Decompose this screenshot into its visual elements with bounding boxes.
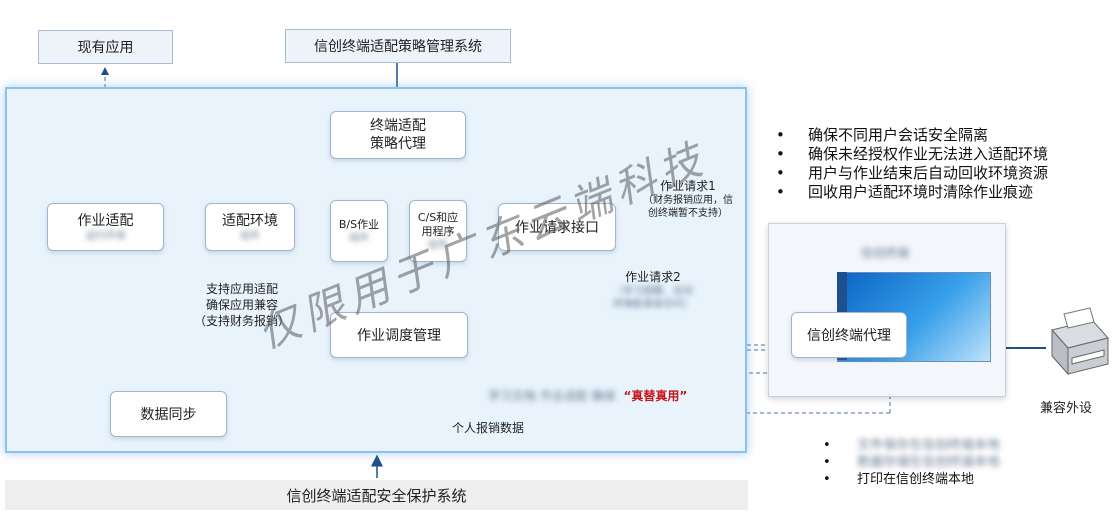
cs-app-line2: 用程序 (421, 224, 455, 238)
local-bullet-2: 数据存储在信创终端本地 (823, 454, 1000, 471)
job-adapt-box: 作业适配 运行环境 (47, 203, 164, 251)
job-request-1-title: 作业请求1 (660, 179, 716, 193)
policy-management-system-label: 信创终端适配策略管理系统 (314, 39, 482, 55)
data-sync-label: 数据同步 (140, 407, 197, 423)
policy-management-system-box: 信创终端适配策略管理系统 (285, 29, 511, 63)
existing-apps-label: 现有应用 (77, 40, 134, 56)
existing-apps-box: 现有应用 (38, 30, 173, 64)
policy-agent-line1: 终端适配 (370, 118, 426, 134)
cs-app-line1: C/S和应 (417, 210, 459, 224)
job-request-1-note-line2: 创终端暂不支持） (648, 208, 728, 219)
adapt-env-sublabel: 组件 (240, 230, 260, 242)
real-use-prefix: 学习文档 作业适配 确保 (488, 389, 616, 403)
local-storage-bullets: 文件保存在信创终端本地 数据存储在信创终端本地 打印在信创终端本地 (823, 437, 1000, 488)
real-use-note: 学习文档 作业适配 确保 “真替真用” (488, 387, 687, 404)
bs-job-label: B/S作业 (338, 217, 380, 231)
job-scheduler-label: 作业调度管理 (357, 328, 441, 344)
job-request-2-note-line1: （学习提醒、信创 (613, 286, 693, 297)
security-bullet-1: 确保不同用户会话安全隔离 (776, 126, 1048, 145)
job-request-interface-label: 作业请求接口 (515, 220, 599, 236)
security-protection-system-label: 信创终端适配安全保护系统 (286, 486, 467, 505)
job-request-2-title: 作业请求2 (625, 270, 681, 284)
cs-app-sublabel: 组件 (428, 239, 448, 251)
security-bullets: 确保不同用户会话安全隔离 确保未经授权作业无法进入适配环境 用户与作业结束后自动… (776, 126, 1048, 202)
security-bullet-4: 回收用户适配环境时清除作业痕迹 (776, 183, 1048, 202)
support-note-line2: 确保应用兼容 (205, 298, 278, 312)
support-note-line1: 支持应用适配 (205, 282, 278, 296)
job-request-1-note: 作业请求1 （财务报销应用，信 创终端暂不支持） (636, 178, 740, 220)
bs-job-box: B/S作业 组件 (330, 200, 388, 262)
data-sync-box: 数据同步 (110, 391, 227, 437)
job-scheduler-box: 作业调度管理 (330, 312, 468, 358)
terminal-agent-box: 信创终端代理 (791, 312, 907, 358)
security-bullet-2: 确保未经授权作业无法进入适配环境 (776, 145, 1048, 164)
job-request-1-note-line1: （财务报销应用，信 (643, 195, 733, 206)
adapt-env-box: 适配环境 组件 (205, 203, 295, 251)
terminal-title: 信创终端 (861, 246, 910, 260)
security-bullet-3: 用户与作业结束后自动回收环境资源 (776, 164, 1048, 183)
job-request-2-note: 作业请求2 （学习提醒、信创 终端能直接访问） (607, 269, 699, 311)
compatible-device-label: 兼容外设 (1040, 401, 1093, 416)
cs-app-box: C/S和应 用程序 组件 (409, 200, 467, 262)
job-adapt-sublabel: 运行环境 (85, 230, 126, 242)
policy-agent-line2: 策略代理 (370, 136, 426, 152)
job-request-2-note-line2: 终端能直接访问） (613, 299, 693, 310)
terminal-agent-label: 信创终端代理 (807, 328, 891, 344)
job-request-interface-box: 作业请求接口 (498, 203, 616, 251)
local-bullet-3: 打印在信创终端本地 (823, 471, 1000, 488)
adapt-env-label: 适配环境 (222, 212, 278, 229)
personal-data-label: 个人报销数据 (452, 421, 525, 435)
real-use-label: “真替真用” (623, 389, 688, 403)
policy-agent-box: 终端适配 策略代理 (330, 111, 466, 159)
security-protection-system-bar: 信创终端适配安全保护系统 (5, 480, 748, 510)
support-note-line3: （支持财务报销） (193, 314, 290, 328)
job-adapt-label: 作业适配 (77, 212, 134, 229)
bs-job-sublabel: 组件 (349, 232, 369, 244)
support-note: 支持应用适配 确保应用兼容 （支持财务报销） (182, 281, 302, 329)
local-bullet-1: 文件保存在信创终端本地 (823, 437, 1000, 454)
